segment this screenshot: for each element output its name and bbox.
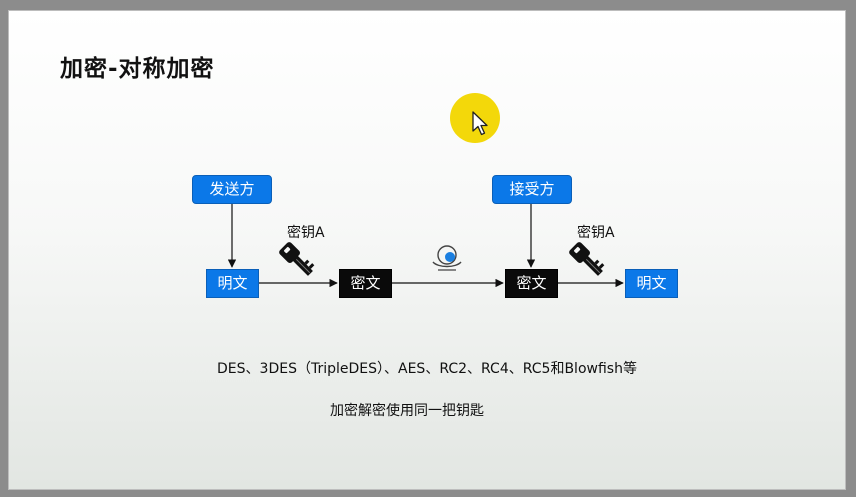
key-label-right: 密钥A: [577, 225, 615, 241]
sender-box: 发送方: [192, 175, 272, 204]
mouse-cursor-icon: [472, 111, 488, 136]
symmetric-note: 加密解密使用同一把钥匙: [330, 403, 484, 419]
ciphertext-box-right: 密文: [505, 269, 558, 298]
plaintext-box-left: 明文: [206, 269, 259, 298]
presentation-slide: 加密-对称加密 发送方 接受方 明文 密文 密文 明文 密钥A 密钥A: [8, 10, 846, 490]
key-icon: [569, 242, 605, 276]
key-label-left: 密钥A: [287, 225, 325, 241]
plaintext-box-right: 明文: [625, 269, 678, 298]
key-icon: [279, 242, 315, 276]
receiver-box: 接受方: [492, 175, 572, 204]
globe-network-icon: [432, 245, 462, 271]
slide-title: 加密-对称加密: [60, 56, 215, 82]
algorithm-list: DES、3DES（TripleDES）、AES、RC2、RC4、RC5和Blow…: [217, 361, 637, 377]
ciphertext-box-left: 密文: [339, 269, 392, 298]
